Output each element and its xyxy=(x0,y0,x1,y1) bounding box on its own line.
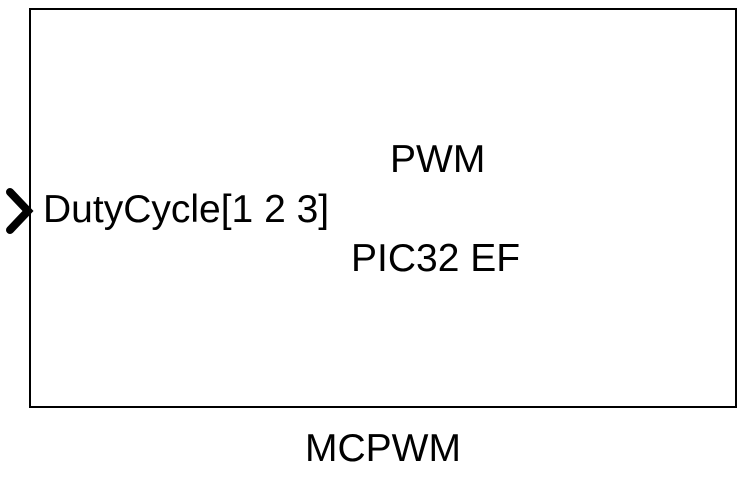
mcpwm-block[interactable] xyxy=(29,8,737,408)
input-port-chevron-icon xyxy=(6,188,34,234)
input-port-label: DutyCycle[1 2 3] xyxy=(43,188,330,231)
block-name-label[interactable]: MCPWM xyxy=(305,427,461,470)
block-title-device: PIC32 EF xyxy=(351,237,521,280)
block-title-pwm: PWM xyxy=(390,138,486,181)
